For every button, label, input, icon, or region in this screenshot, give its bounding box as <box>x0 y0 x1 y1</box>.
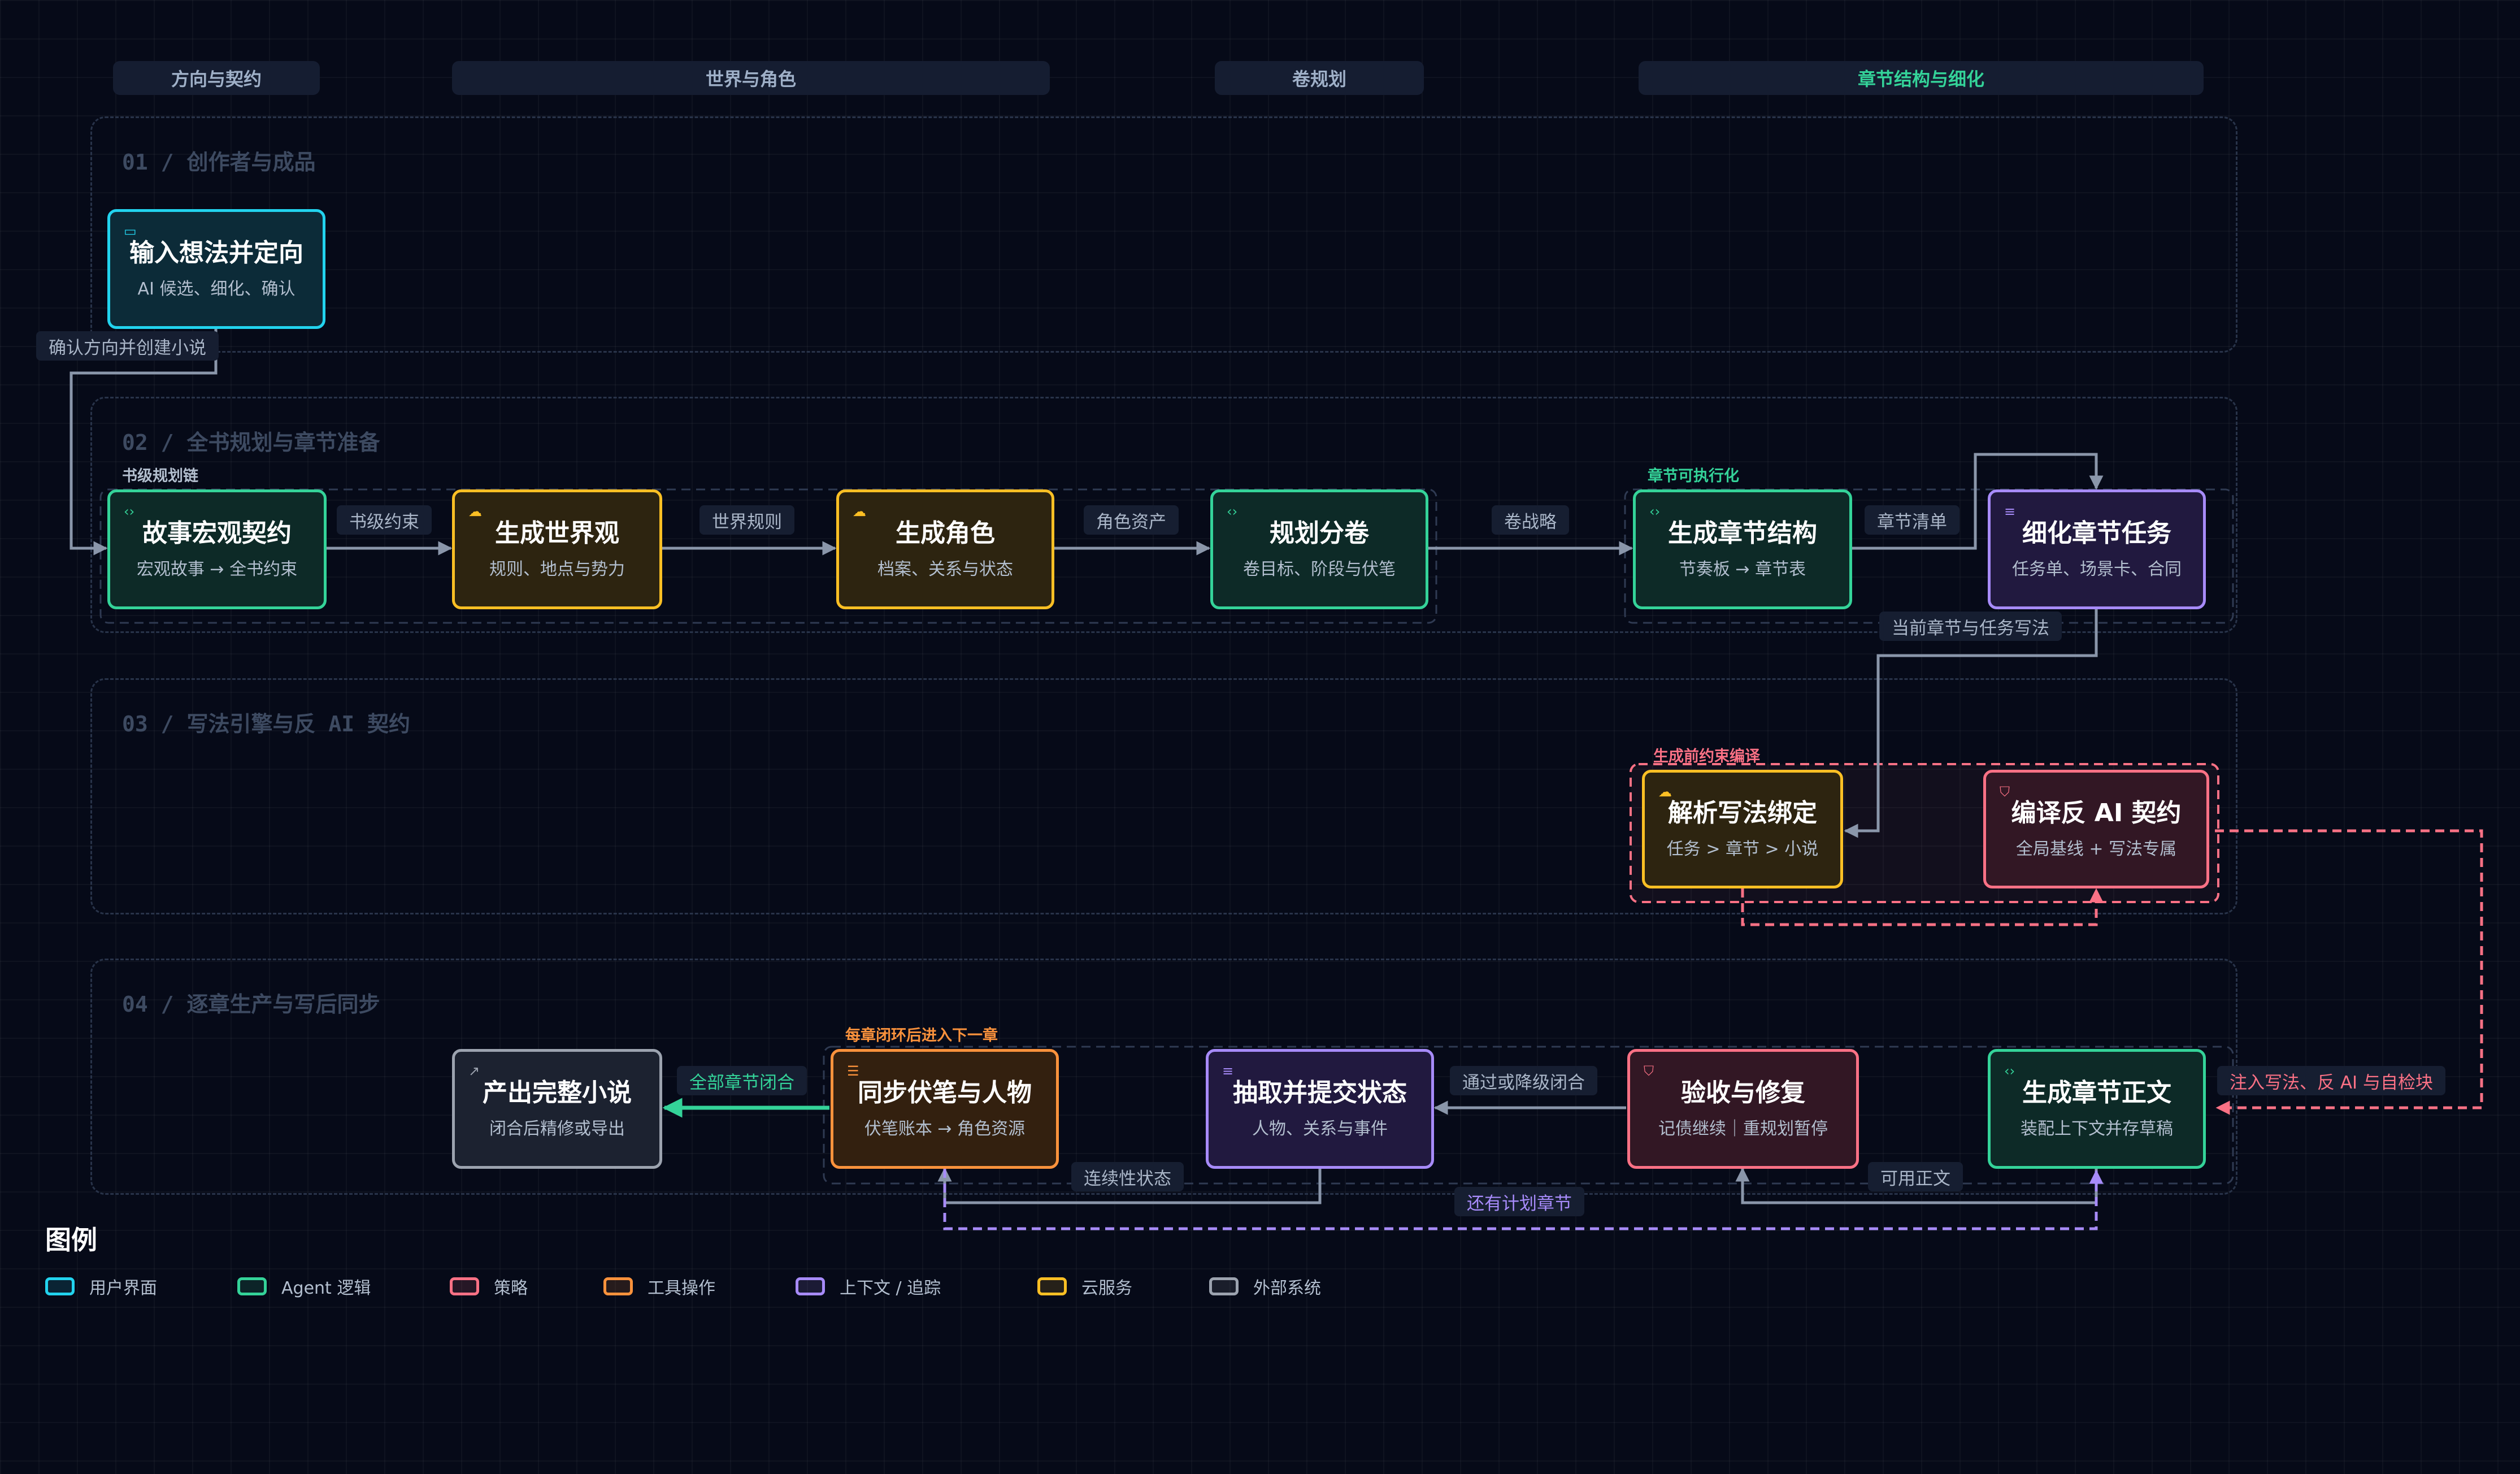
cloud-icon: ☁ <box>468 504 482 519</box>
group-book-chain <box>99 488 1437 624</box>
code-icon: ‹› <box>2004 1063 2015 1079</box>
edge-parse-antiai <box>1741 888 2104 926</box>
node-extract-commit-state[interactable]: ≡ 抽取并提交状态 人物、关系与事件 <box>1206 1049 1434 1169</box>
group-label-loop: 每章闭环后进入下一章 <box>845 1027 998 1044</box>
legend-swatch <box>450 1277 479 1295</box>
legend-item-policy: 策略 <box>450 1274 528 1299</box>
code-icon: ‹› <box>1649 504 1661 519</box>
external-link-icon: ↗ <box>468 1063 480 1079</box>
phase-volume: 卷规划 <box>1215 61 1424 95</box>
legend-swatch <box>603 1277 633 1295</box>
edge-inject <box>2215 829 2483 1115</box>
window-icon: ▭ <box>124 223 137 239</box>
node-story-macro-contract[interactable]: ‹› 故事宏观契约 宏观故事 → 全书约束 <box>107 489 327 609</box>
phase-chapter-structure: 章节结构与细化 <box>1639 61 2204 95</box>
node-refine-chapter-task[interactable]: ≡ 细化章节任务 任务单、场景卡、合同 <box>1988 489 2206 609</box>
node-parse-style-binding[interactable]: ☁ 解析写法绑定 任务 > 章节 > 小说 <box>1642 770 1843 888</box>
legend-item-tool: 工具操作 <box>603 1274 715 1299</box>
legend-item-cloud: 云服务 <box>1037 1274 1132 1299</box>
legend-swatch <box>796 1277 825 1295</box>
shield-icon: ⛉ <box>1644 1063 1654 1079</box>
lane-title-4: 04 / 逐章生产与写后同步 <box>122 992 380 1017</box>
node-output-novel[interactable]: ↗ 产出完整小说 闭合后精修或导出 <box>452 1049 662 1169</box>
legend-swatch <box>45 1277 75 1295</box>
lane-2 <box>90 397 2237 633</box>
edge-chstruct-refine <box>1852 453 2104 550</box>
edge-label-all-close: 全部章节闭合 <box>677 1066 807 1095</box>
edge-refine-parse <box>1844 609 2098 838</box>
edge-label-book-constraint: 书级约束 <box>337 505 432 535</box>
node-input-idea[interactable]: ▭ 输入想法并定向 AI 候选、细化、确认 <box>107 209 325 329</box>
edge-label-world-rule: 世界规则 <box>699 505 794 535</box>
legend-item-context: 上下文 / 追踪 <box>796 1274 941 1299</box>
lane-3 <box>90 678 2237 914</box>
node-sync-foreshadow-character[interactable]: ☰ 同步伏笔与人物 伏笔账本 → 角色资源 <box>831 1049 1059 1169</box>
edge-label-pass-close: 通过或降级闭合 <box>1450 1066 1597 1095</box>
edge-label-inject: 注入写法、反 AI 与自检块 <box>2217 1066 2446 1095</box>
node-compile-anti-ai-contract[interactable]: ⛉ 编译反 AI 契约 全局基线 + 写法专属 <box>1983 770 2209 888</box>
code-icon: ‹› <box>124 504 135 519</box>
edge-label-usable-text: 可用正文 <box>1868 1162 1963 1191</box>
node-verify-repair[interactable]: ⛉ 验收与修复 记债继续｜重规划暂停 <box>1627 1049 1859 1169</box>
phase-world-role: 世界与角色 <box>452 61 1050 95</box>
group-label-book-chain: 书级规划链 <box>122 467 198 485</box>
group-label-chapter-exec: 章节可执行化 <box>1648 467 1739 485</box>
edge-label-continuity: 连续性状态 <box>1071 1162 1184 1191</box>
legend-item-external: 外部系统 <box>1209 1274 1321 1299</box>
lane-title-3: 03 / 写法引擎与反 AI 契约 <box>122 712 410 736</box>
legend-title: 图例 <box>45 1225 97 1255</box>
edge-label-volume-strategy: 卷战略 <box>1492 505 1569 535</box>
cloud-icon: ☁ <box>1658 784 1672 800</box>
lane-1 <box>90 116 2237 353</box>
group-label-precompile: 生成前约束编译 <box>1653 748 1760 765</box>
edge-label-role-asset: 角色资产 <box>1084 505 1179 535</box>
edge-label-current-style: 当前章节与任务写法 <box>1879 612 2062 641</box>
group-loop <box>823 1046 2234 1185</box>
edge-label-remaining: 还有计划章节 <box>1454 1187 1584 1216</box>
phase-direction: 方向与契约 <box>113 61 320 95</box>
legend-swatch <box>1209 1277 1239 1295</box>
node-generate-world[interactable]: ☁ 生成世界观 规则、地点与势力 <box>452 489 662 609</box>
legend-swatch <box>1037 1277 1067 1295</box>
node-generate-chapter-text[interactable]: ‹› 生成章节正文 装配上下文并存草稿 <box>1988 1049 2206 1169</box>
lane-title-1: 01 / 创作者与成品 <box>122 150 316 175</box>
edge-label-chapter-list: 章节清单 <box>1865 505 1959 535</box>
database-icon: ≡ <box>1222 1063 1234 1079</box>
node-generate-role[interactable]: ☁ 生成角色 档案、关系与状态 <box>836 489 1054 609</box>
node-generate-chapter-structure[interactable]: ‹› 生成章节结构 节奏板 → 章节表 <box>1633 489 1852 609</box>
legend-swatch <box>237 1277 267 1295</box>
shield-icon: ⛉ <box>2000 784 2010 800</box>
lane-title-2: 02 / 全书规划与章节准备 <box>122 430 380 455</box>
code-icon: ‹› <box>1227 504 1238 519</box>
edge-label-confirm: 确认方向并创建小说 <box>36 331 219 361</box>
edge-remaining <box>943 1169 2104 1230</box>
cloud-icon: ☁ <box>853 504 866 519</box>
legend-item-ui: 用户界面 <box>45 1274 157 1299</box>
legend-item-agent: Agent 逻辑 <box>237 1274 371 1299</box>
node-plan-volume[interactable]: ‹› 规划分卷 卷目标、阶段与伏笔 <box>1210 489 1428 609</box>
tool-icon: ☰ <box>847 1063 859 1079</box>
database-icon: ≡ <box>2004 504 2016 519</box>
